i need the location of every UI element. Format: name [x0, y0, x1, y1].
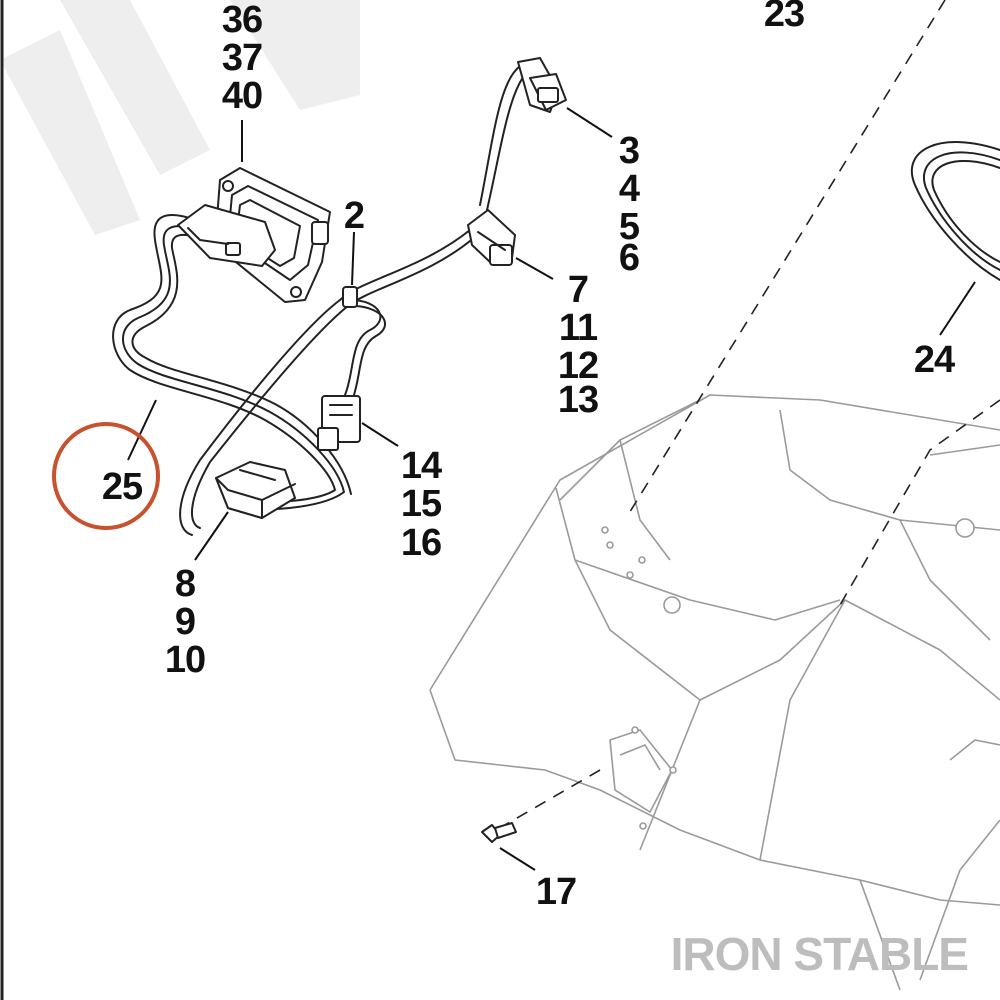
- watermark-label: IRON STABLE: [671, 928, 968, 980]
- connector-box: [215, 461, 296, 519]
- callout-36: 36: [222, 0, 262, 41]
- callout-7: 7: [568, 269, 588, 311]
- callout-12: 12: [558, 345, 598, 387]
- highlight-circle: [52, 422, 160, 530]
- callout-numbers: 36 37 40 23 3 4 5 6 2 7 11 12 13 24 14 1…: [102, 0, 956, 913]
- housing-shell: [429, 394, 1000, 991]
- callout-14: 14: [401, 445, 442, 487]
- callout-9: 9: [175, 601, 195, 643]
- callout-13: 13: [558, 379, 598, 421]
- callout-37: 37: [222, 37, 262, 79]
- connector-lower: [317, 395, 361, 451]
- connector-middle: [467, 209, 516, 266]
- assembly-dashed-lines: [504, 0, 1000, 826]
- screw: [481, 822, 517, 843]
- callout-11: 11: [559, 307, 598, 349]
- callout-6: 6: [619, 237, 639, 279]
- callout-5: 5: [619, 206, 640, 248]
- callout-3: 3: [619, 130, 639, 172]
- callout-40: 40: [222, 75, 262, 117]
- background-watermark-stripes: [0, 0, 360, 235]
- callout-24: 24: [914, 339, 955, 381]
- callout-2: 2: [344, 195, 364, 237]
- callout-23: 23: [764, 0, 804, 35]
- callout-25: 25: [102, 466, 143, 508]
- callout-17: 17: [536, 871, 576, 913]
- callout-16: 16: [401, 522, 441, 564]
- callout-4: 4: [619, 168, 640, 210]
- connector-top: [517, 57, 567, 113]
- switch-module: [177, 167, 331, 303]
- gasket-seal: [910, 141, 1000, 281]
- callout-15: 15: [401, 483, 442, 525]
- leader-lines: [127, 107, 976, 871]
- callout-8: 8: [175, 563, 195, 605]
- wiring-harness: [112, 61, 535, 536]
- callout-10: 10: [165, 639, 205, 681]
